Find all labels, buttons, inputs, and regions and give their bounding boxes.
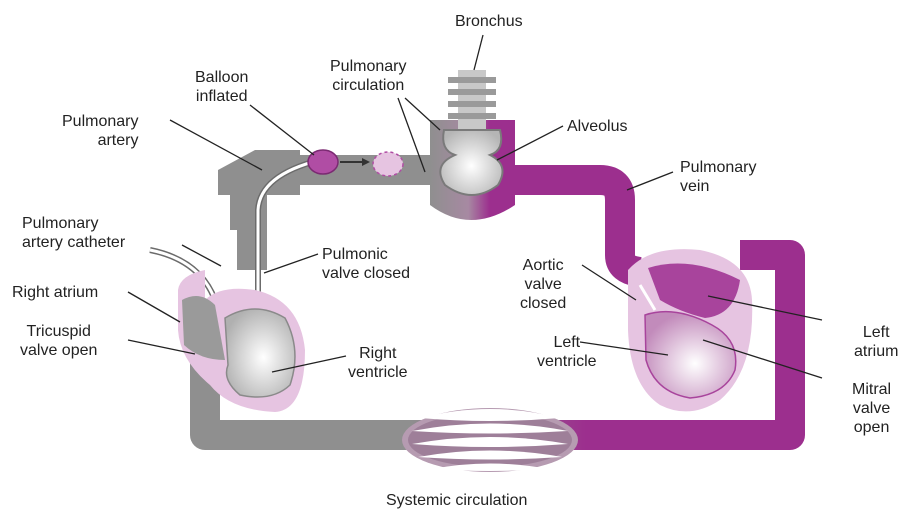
label-pulmonary-artery-catheter: Pulmonary artery catheter [22, 214, 125, 252]
label-left-ventricle: Left ventricle [537, 333, 597, 371]
label-pulmonic-valve-closed: Pulmonic valve closed [322, 245, 410, 283]
label-balloon-inflated: Balloon inflated [195, 68, 248, 106]
left-heart [628, 249, 752, 411]
label-pulmonary-vein: Pulmonary vein [680, 158, 756, 196]
label-right-atrium: Right atrium [12, 283, 98, 302]
label-tricuspid-valve-open: Tricuspid valve open [20, 322, 97, 360]
label-pulmonary-artery: Pulmonary artery [62, 112, 138, 150]
alveolus-structure [430, 70, 515, 220]
label-aortic-valve-closed: Aortic valve closed [520, 256, 566, 313]
label-systemic-circulation: Systemic circulation [386, 491, 527, 510]
pulmonary-vessel [218, 150, 640, 272]
label-mitral-valve-open: Mitral valve open [852, 380, 891, 437]
label-right-ventricle: Right ventricle [348, 344, 408, 382]
label-left-atrium: Left atrium [854, 323, 898, 361]
systemic-capillary-bed [402, 408, 578, 472]
label-pulmonary-circulation: Pulmonary circulation [330, 57, 406, 95]
label-bronchus: Bronchus [455, 12, 523, 31]
label-alveolus: Alveolus [567, 117, 627, 136]
